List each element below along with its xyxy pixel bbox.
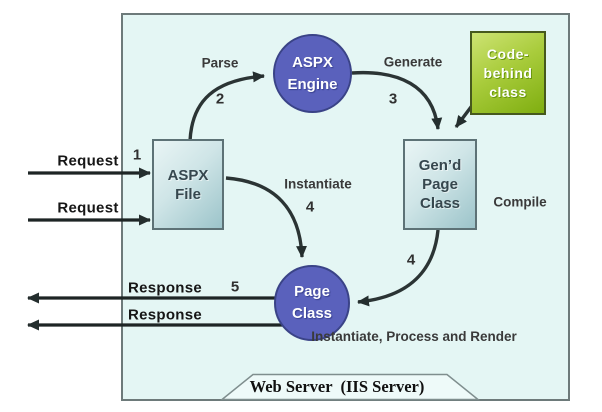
step-5-label: 5 <box>230 278 240 296</box>
page-class-node: Page Class <box>274 265 350 341</box>
instantiate-process-render-line3: Render <box>470 329 517 344</box>
response-label-2: Response <box>127 306 203 324</box>
parse-label: Parse <box>201 55 239 71</box>
code-behind-label-line3: class <box>489 83 527 100</box>
aspx-engine-label-line2: Engine <box>287 75 338 93</box>
gend-page-class-label-line1: Gen’d <box>418 157 462 174</box>
aspx-engine-node: ASPX Engine <box>273 34 352 113</box>
aspx-engine-label-line1: ASPX <box>292 53 333 71</box>
parse-arrow <box>188 71 265 142</box>
page-class-label-line2: Class <box>291 305 333 322</box>
step-2-label: 2 <box>215 90 225 108</box>
instantiate-process-render-line2: Process and <box>386 329 467 344</box>
instantiate-process-render-line1: Instantiate, <box>311 329 383 344</box>
generate-arrow <box>351 70 443 130</box>
step-3-label: 3 <box>388 90 398 108</box>
page-class-label-line1: Page <box>294 283 330 300</box>
step-4-left-label: 4 <box>305 198 315 216</box>
instantiate-arrow <box>225 176 308 258</box>
response-label-1: Response <box>127 279 203 297</box>
generate-label: Generate <box>383 54 443 70</box>
gend-page-class-label-line3: Class <box>419 195 461 212</box>
server-label-trapezoid <box>219 373 481 401</box>
aspx-file-label-line1: ASPX <box>167 166 209 184</box>
instantiate-label: Instantiate <box>284 176 352 192</box>
step-4-right-label: 4 <box>406 251 416 269</box>
instantiate-process-render-label: Instantiate, Process and Render <box>311 328 517 346</box>
gend-page-class-label-line2: Page <box>422 176 458 193</box>
step-1-label: 1 <box>132 146 142 164</box>
code-behind-label-line2: behind <box>483 64 533 81</box>
code-behind-node: Code- behind class <box>470 31 546 115</box>
request-label-2: Request <box>57 199 119 217</box>
aspx-file-node: ASPX File <box>152 139 224 230</box>
compile-label: Compile <box>493 194 547 210</box>
web-server-title: Web Server (IIS Server) <box>249 377 425 396</box>
gend-page-class-node: Gen’d Page Class <box>403 139 477 230</box>
code-behind-label-line1: Code- <box>486 45 530 62</box>
aspx-file-label-line2: File <box>175 185 201 203</box>
request-label-1: Request <box>57 152 119 170</box>
compile-to-page-arrow <box>357 229 440 307</box>
